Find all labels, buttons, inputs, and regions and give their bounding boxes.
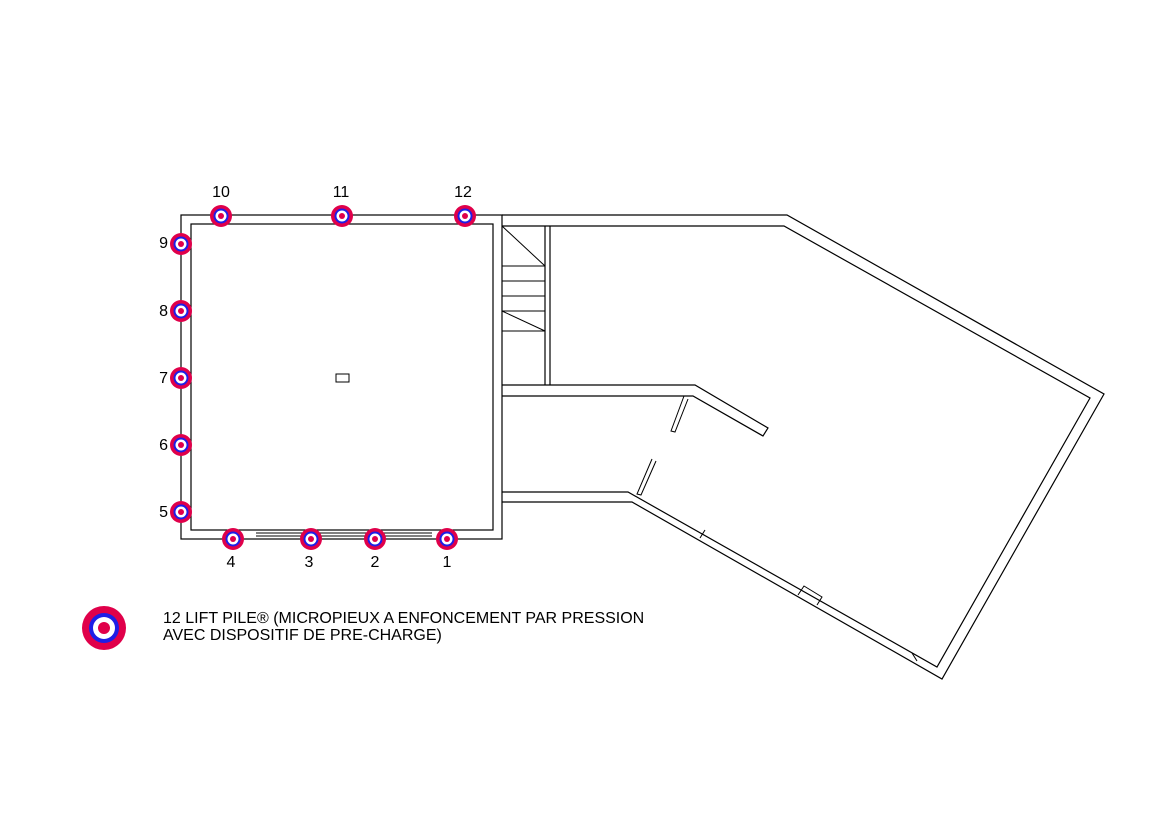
- pile-label-3: 3: [305, 554, 314, 571]
- pile-ring: [308, 536, 314, 542]
- pile-ring: [178, 375, 184, 381]
- annex-walls: [502, 214, 1105, 680]
- pile-ring: [444, 536, 450, 542]
- pile-marker-7: [170, 367, 192, 389]
- pile-ring: [339, 213, 345, 219]
- pile-label-4: 4: [227, 554, 236, 571]
- pile-marker-10: [210, 205, 232, 227]
- pile-ring: [178, 308, 184, 314]
- pile-label-10: 10: [212, 184, 230, 201]
- pile-ring: [98, 622, 110, 634]
- main-room-walls: [180, 214, 503, 540]
- pile-label-12: 12: [454, 184, 472, 201]
- lift-pile-legend-icon: [82, 606, 126, 650]
- pile-ring: [372, 536, 378, 542]
- central-column: [335, 373, 350, 383]
- pile-label-1: 1: [443, 554, 452, 571]
- pile-label-11: 11: [333, 184, 350, 201]
- pile-marker-6: [170, 434, 192, 456]
- pile-marker-3: [300, 528, 322, 550]
- legend-line-1: 12 LIFT PILE® (MICROPIEUX A ENFONCEMENT …: [163, 610, 645, 627]
- pile-ring: [178, 509, 184, 515]
- pile-label-8: 8: [159, 303, 168, 320]
- pile-marker-8: [170, 300, 192, 322]
- pile-label-6: 6: [159, 437, 168, 454]
- legend-pile-symbol: [82, 606, 126, 650]
- pile-ring: [218, 213, 224, 219]
- pile-marker-11: [331, 205, 353, 227]
- pile-ring: [178, 241, 184, 247]
- pile-marker-12: [454, 205, 476, 227]
- pile-marker-9: [170, 233, 192, 255]
- pile-ring: [230, 536, 236, 542]
- pile-marker-4: [222, 528, 244, 550]
- pile-marker-5: [170, 501, 192, 523]
- legend-line-2: AVEC DISPOSITIF DE PRE-CHARGE): [163, 627, 442, 644]
- pile-label-5: 5: [159, 504, 168, 521]
- pile-ring: [462, 213, 468, 219]
- pile-marker-1: [436, 528, 458, 550]
- stairwell: [501, 225, 551, 385]
- annex-partitions: [502, 384, 769, 496]
- pile-marker-2: [364, 528, 386, 550]
- pile-label-2: 2: [371, 554, 380, 571]
- pile-label-9: 9: [159, 235, 168, 252]
- pile-label-7: 7: [159, 370, 168, 387]
- legend-text: 12 LIFT PILE® (MICROPIEUX A ENFONCEMENT …: [163, 610, 644, 644]
- pile-ring: [178, 442, 184, 448]
